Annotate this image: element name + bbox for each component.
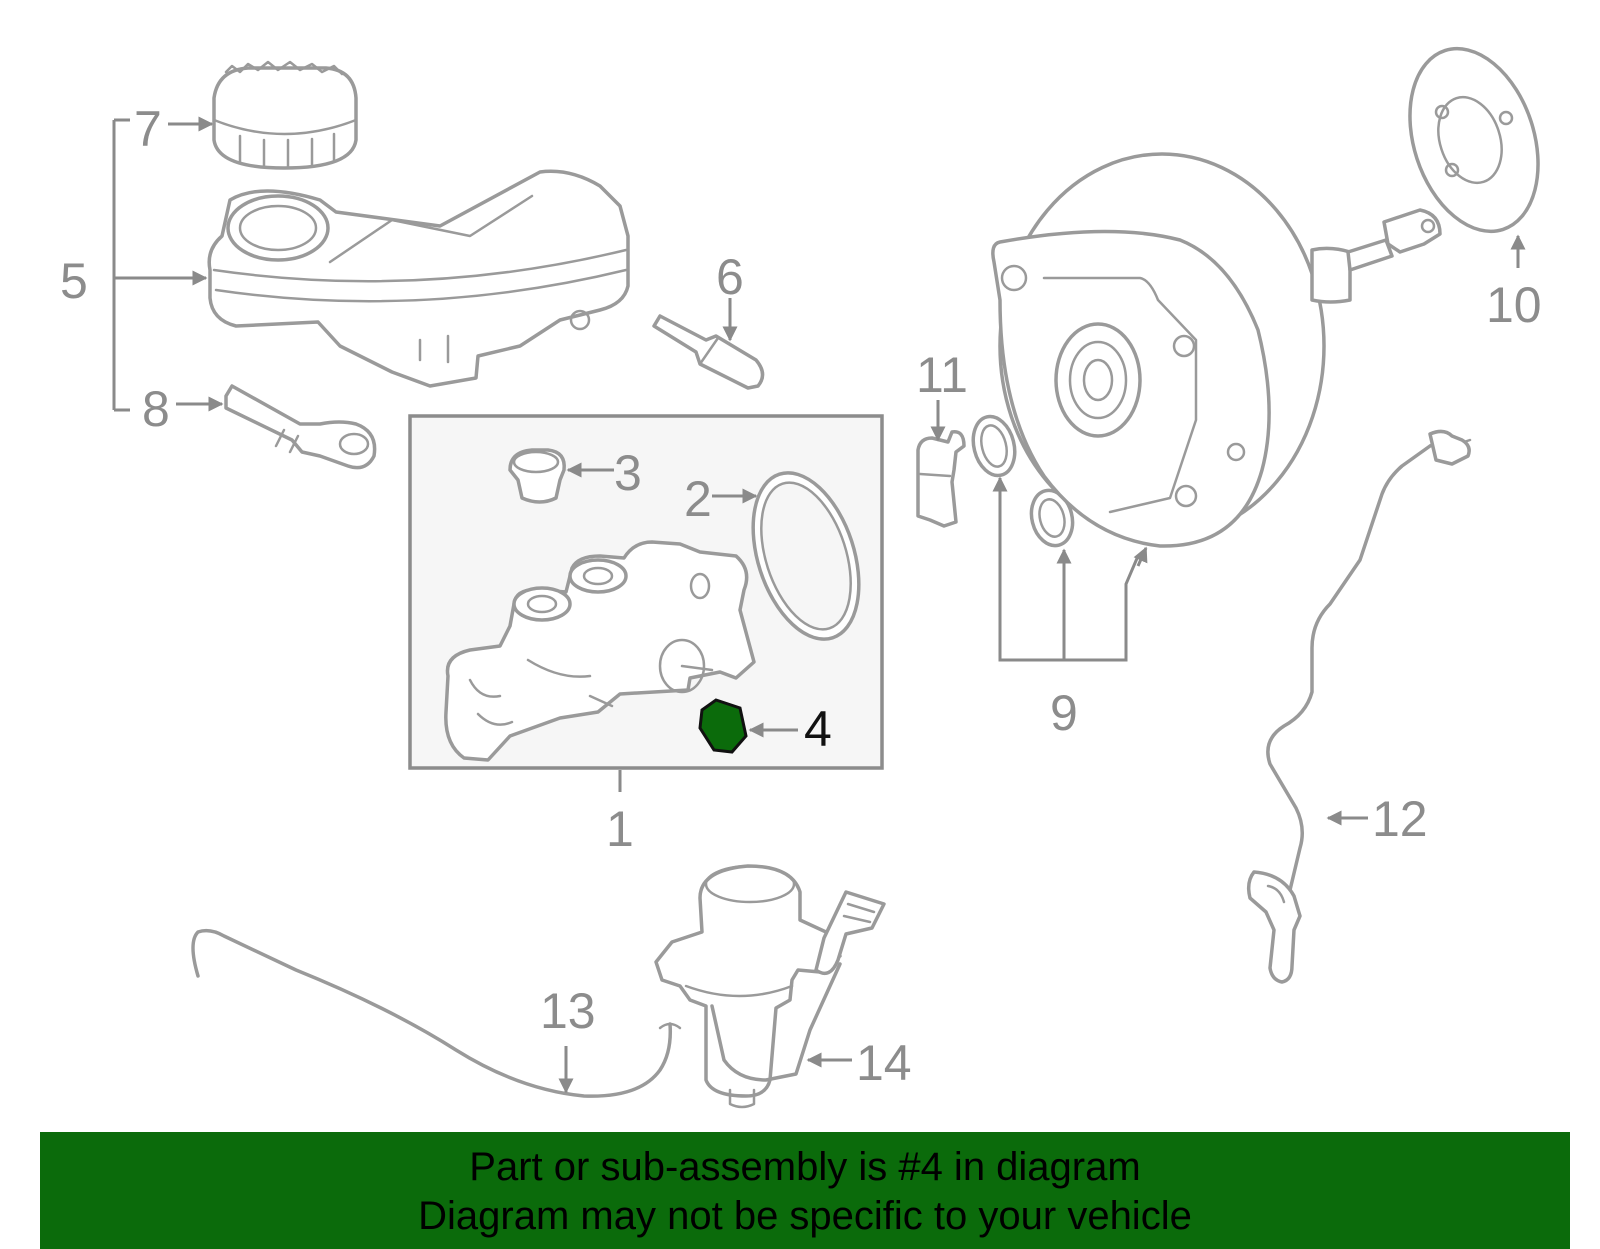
vacuum-hose[interactable] (191, 928, 673, 1098)
callout-14: 14 (856, 1035, 912, 1091)
highlighted-part-4[interactable] (698, 698, 748, 754)
booster-gasket[interactable] (1388, 32, 1560, 248)
brake-fluid-reservoir[interactable] (207, 169, 630, 388)
vacuum-pump[interactable] (654, 864, 886, 1109)
callout-4: 4 (804, 701, 832, 757)
info-banner: Part or sub-assembly is #4 in diagram Di… (40, 1132, 1570, 1249)
callout-6: 6 (716, 249, 744, 305)
seal-upper-inner (980, 424, 1008, 468)
leader-9-bracket (998, 480, 1140, 662)
brake-booster[interactable] (991, 152, 1442, 548)
callout-11: 11 (916, 347, 968, 403)
callout-5: 5 (60, 253, 88, 309)
callout-9: 9 (1050, 685, 1078, 741)
callout-7: 7 (134, 101, 162, 157)
check-valve[interactable] (916, 430, 966, 528)
callout-8: 8 (142, 381, 170, 437)
callout-12: 12 (1372, 791, 1428, 847)
fluid-level-sensor[interactable] (224, 384, 377, 470)
reservoir-grommet[interactable] (508, 448, 566, 504)
reservoir-cap[interactable] (212, 60, 358, 170)
reservoir-pin[interactable] (652, 314, 765, 390)
seal-ring[interactable] (734, 459, 878, 652)
callout-2: 2 (684, 471, 712, 527)
seal-lower-inner (1038, 498, 1066, 538)
callout-10: 10 (1486, 277, 1542, 333)
leader-9c (1133, 546, 1148, 567)
banner-line-1: Part or sub-assembly is #4 in diagram (469, 1145, 1141, 1189)
callout-3: 3 (614, 445, 642, 501)
callout-1: 1 (606, 801, 634, 857)
vacuum-line[interactable] (1246, 429, 1472, 984)
master-cylinder[interactable] (444, 540, 756, 762)
vacuum-hose-end (658, 1022, 682, 1030)
callout-13: 13 (540, 983, 596, 1039)
bracket-5-7-8 (112, 118, 130, 412)
banner-line-2: Diagram may not be specific to your vehi… (418, 1194, 1192, 1238)
